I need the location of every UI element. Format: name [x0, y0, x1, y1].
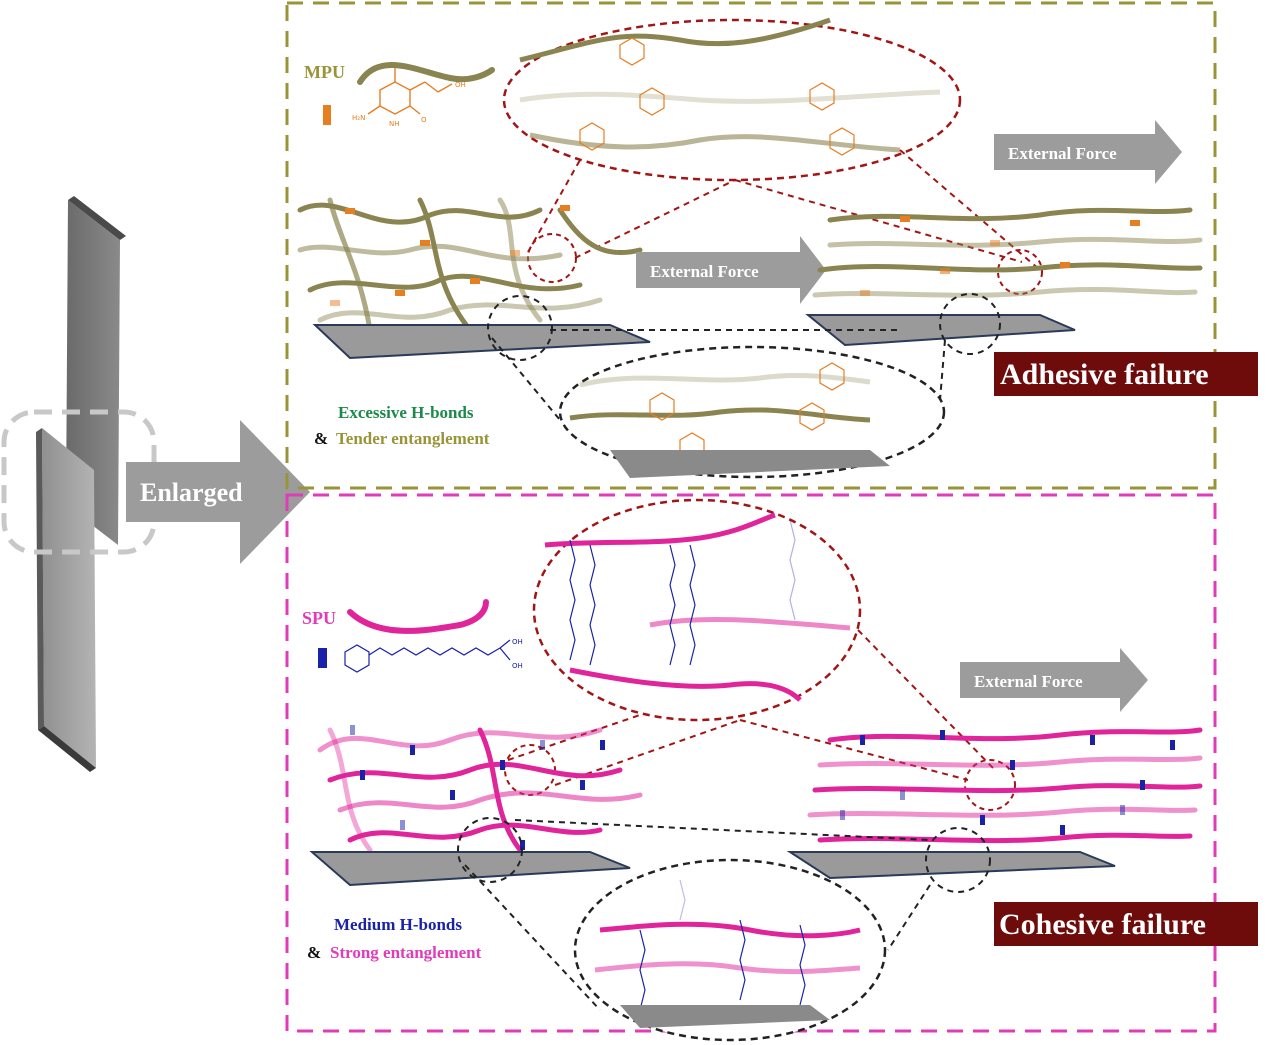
spu-caption-line2: Strong entanglement [330, 943, 482, 962]
mpu-interface-zoom [491, 329, 946, 479]
spu-molecule-structure [344, 639, 511, 673]
spu-caption-amp: & [307, 943, 321, 962]
lower-plate [42, 428, 96, 768]
spu-network-right [807, 727, 1203, 844]
mpu-hbond-zoom [502, 17, 1043, 295]
adhesive-failure-label: Adhesive failure [1000, 358, 1209, 391]
cohesive-failure-label: Cohesive failure [999, 908, 1206, 941]
enlarged-label: Enlarged [140, 478, 243, 507]
mpu-panel-border [285, 1, 1217, 490]
mpu-network-right [812, 207, 1203, 298]
spu-interface-zoom [464, 819, 931, 1042]
external-force-label-2: External Force [1008, 144, 1117, 163]
spu-hbond-zoom [504, 498, 1016, 811]
external-force-arrow-3: External Force [960, 648, 1148, 712]
mpu-substrate-right [805, 314, 1076, 347]
spu-legend-bond [318, 648, 327, 668]
lap-joint-specimen [1, 196, 157, 772]
mpu-caption-amp: & [314, 429, 328, 448]
spu-legend-chain [347, 599, 489, 634]
mpu-nh-text: NH [389, 120, 400, 128]
spu-network-left [317, 725, 643, 853]
mpu-legend-chain [357, 62, 495, 85]
mpu-substrate-left [312, 324, 651, 360]
external-force-label-3: External Force [974, 672, 1083, 691]
mpu-nh2-text: H₂N [352, 114, 365, 122]
mpu-oh-text: OH [455, 81, 466, 89]
spu-substrate-right [786, 851, 1116, 880]
spu-caption-line1: Medium H-bonds [334, 915, 462, 934]
cohesive-failure-badge [994, 902, 1258, 946]
external-force-arrow-2: External Force [994, 120, 1182, 184]
mpu-network-left [297, 197, 643, 348]
spu-substrate-left [309, 851, 631, 887]
mpu-legend-bond [323, 105, 331, 125]
mpu-legend-label: MPU [304, 62, 345, 82]
adhesive-failure-badge [994, 352, 1258, 396]
mpu-o-text: O [421, 116, 427, 124]
enlarged-arrow: Enlarged [126, 420, 310, 564]
spu-legend-label: SPU [302, 608, 336, 628]
mpu-caption-line1: Excessive H-bonds [338, 403, 474, 422]
mpu-molecule-structure [367, 68, 453, 115]
spu-oh-text-2: OH [512, 662, 523, 670]
spu-oh-text-1: OH [512, 638, 523, 646]
external-force-arrow-1: External Force [636, 236, 826, 304]
mpu-caption-line2: Tender entanglement [336, 429, 490, 448]
external-force-label-1: External Force [650, 262, 759, 281]
